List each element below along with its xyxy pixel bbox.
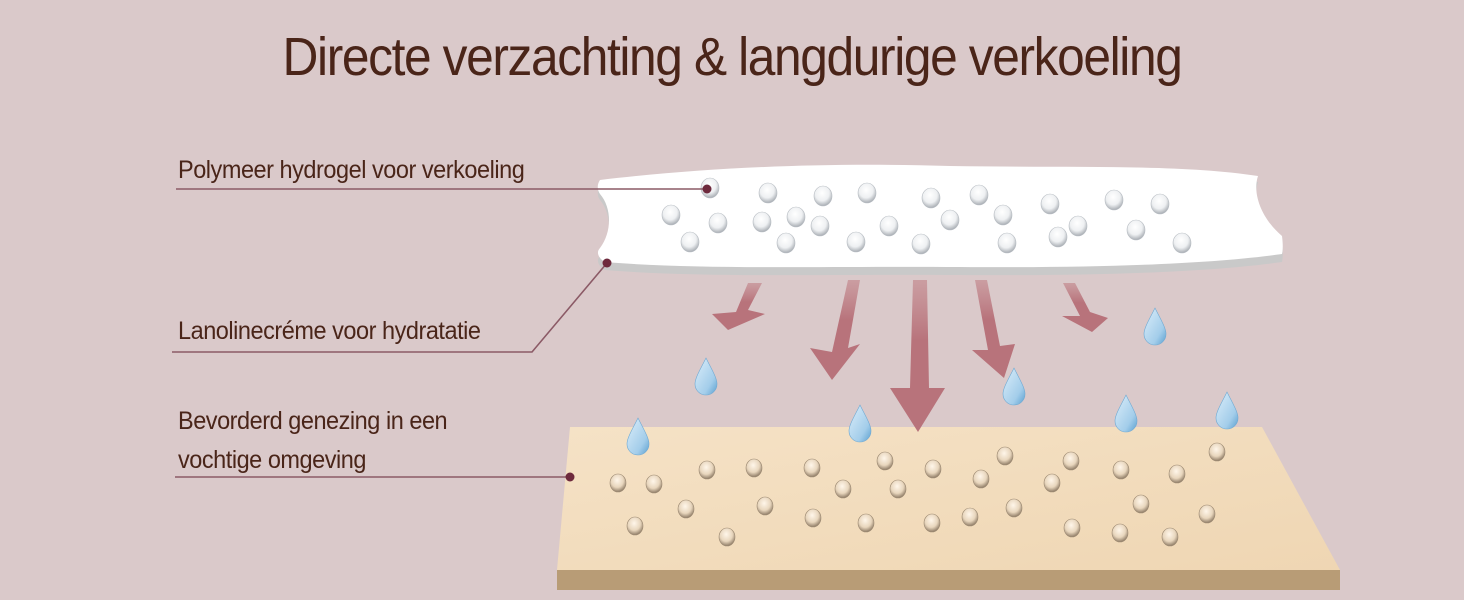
page-title: Directe verzachting & langdurige verkoel… [282, 27, 1183, 87]
hydrogel-pad [597, 164, 1283, 276]
leader-dot-lanoline [602, 258, 612, 268]
leader-lines [172, 188, 707, 478]
label-healing-line1: Bevorderd genezing in een [178, 407, 448, 435]
arrow-5 [1062, 283, 1108, 332]
leader-dot-healing [565, 472, 575, 482]
arrow-3 [890, 280, 945, 432]
label-hydrogel: Polymeer hydrogel voor verkoeling [178, 156, 525, 184]
cooling-arrows [712, 280, 1108, 432]
water-drop-icon [1215, 391, 1239, 430]
water-drop-icon [1002, 367, 1026, 406]
arrow-2 [810, 280, 860, 380]
water-drops [626, 307, 1239, 456]
hydrogel-beads [661, 177, 1192, 255]
label-lanoline: Lanolinecréme voor hydratatie [178, 317, 481, 345]
water-drop-icon [848, 404, 872, 443]
water-drop-icon [1143, 307, 1167, 346]
leader-dot-hydrogel [702, 184, 712, 194]
water-drop-icon [694, 357, 718, 396]
water-drop-icon [1114, 394, 1138, 433]
skin-layer [557, 427, 1340, 590]
arrow-4 [972, 280, 1015, 378]
water-drop-icon [626, 417, 650, 456]
label-healing-line2: vochtige omgeving [178, 446, 366, 474]
skin-moisture-beads [609, 442, 1226, 547]
arrow-1 [712, 283, 765, 330]
leader-line-lanoline [172, 262, 608, 353]
